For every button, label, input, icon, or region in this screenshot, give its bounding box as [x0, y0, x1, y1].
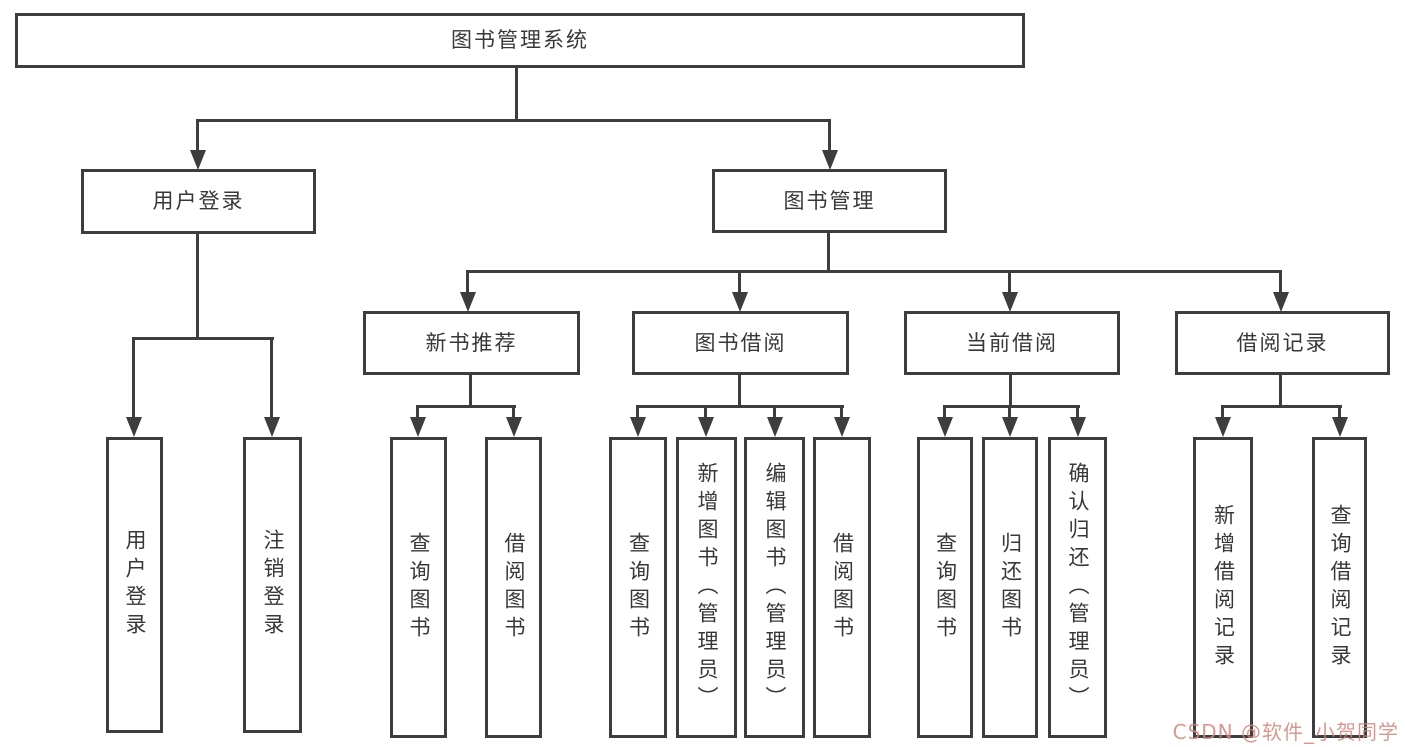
node-br-add-record-label: 新增借阅记录 — [1211, 503, 1236, 672]
arrow-down-icon — [732, 292, 748, 312]
connector-new-book-rec-trunk — [469, 375, 472, 408]
connector-split-book-borrow — [637, 405, 844, 408]
node-bb-add-book: 新增图书（管理员） — [676, 437, 737, 738]
node-book-borrow: 图书借阅 — [632, 311, 849, 375]
node-nb-query-book: 查询图书 — [390, 437, 447, 738]
connector-to-br-add-record — [1221, 405, 1224, 420]
node-current-borrow: 当前借阅 — [904, 311, 1120, 375]
connector-to-new-book-rec — [466, 270, 469, 295]
connector-to-borrow-records — [1279, 270, 1282, 295]
connector-to-cb-return-book — [1008, 405, 1011, 420]
arrow-down-icon — [460, 292, 476, 312]
node-nb-borrow-book: 借阅图书 — [485, 437, 542, 738]
arrow-down-icon — [1215, 417, 1231, 437]
node-bb-borrow-book: 借阅图书 — [813, 437, 871, 738]
connector-to-bb-borrow-book — [840, 405, 843, 420]
node-borrow-records-label: 借阅记录 — [1236, 330, 1329, 355]
node-root-label: 图书管理系统 — [451, 28, 589, 52]
node-bb-edit-book-label: 编辑图书（管理员） — [763, 461, 787, 714]
connector-split-new-book-rec — [417, 405, 516, 408]
connector-book-mgmt-trunk — [827, 233, 830, 273]
node-cb-query-book-label: 查询图书 — [933, 531, 958, 644]
node-bb-borrow-book-label: 借阅图书 — [830, 531, 855, 644]
node-user-login: 用户登录 — [81, 169, 316, 234]
connector-to-bb-add-book — [704, 405, 707, 420]
connector-to-cb-confirm-return — [1076, 405, 1079, 420]
arrow-down-icon — [767, 417, 783, 437]
node-bb-add-book-label: 新增图书（管理员） — [695, 461, 719, 714]
connector-split-borrow-records — [1222, 405, 1342, 408]
node-logout-item: 注销登录 — [243, 437, 302, 733]
node-br-query-record-label: 查询借阅记录 — [1328, 503, 1352, 672]
node-nb-borrow-book-label: 借阅图书 — [502, 531, 526, 644]
connector-book-borrow-trunk — [738, 375, 741, 408]
arrow-down-icon — [506, 417, 522, 437]
node-cb-return-book-label: 归还图书 — [998, 531, 1023, 644]
node-user-login-label: 用户登录 — [152, 189, 245, 213]
connector-to-nb-query-book — [416, 405, 419, 420]
node-book-borrow-label: 图书借阅 — [694, 330, 787, 355]
arrow-down-icon — [937, 417, 953, 437]
connector-to-current-borrow — [1008, 270, 1011, 295]
node-new-book-rec: 新书推荐 — [363, 311, 580, 375]
connector-split-current-borrow — [944, 405, 1080, 408]
node-nb-query-book-label: 查询图书 — [407, 531, 431, 644]
node-user-login-item: 用户登录 — [106, 437, 163, 733]
connector-to-br-query-record — [1338, 405, 1341, 420]
arrow-down-icon — [264, 417, 280, 437]
arrow-down-icon — [1002, 417, 1018, 437]
connector-split-book-mgmt — [467, 270, 1282, 273]
node-current-borrow-label: 当前借阅 — [966, 330, 1058, 355]
node-cb-query-book: 查询图书 — [917, 437, 973, 738]
node-bb-edit-book: 编辑图书（管理员） — [744, 437, 805, 738]
node-br-add-record: 新增借阅记录 — [1193, 437, 1253, 738]
connector-root-trunk — [515, 68, 518, 122]
arrow-down-icon — [1273, 292, 1289, 312]
connector-split-user-login — [133, 337, 274, 340]
arrow-down-icon — [698, 417, 714, 437]
node-new-book-rec-label: 新书推荐 — [425, 330, 518, 355]
connector-to-bb-edit-book — [773, 405, 776, 420]
connector-borrow-records-trunk — [1279, 375, 1282, 408]
node-borrow-records: 借阅记录 — [1175, 311, 1390, 375]
arrow-down-icon — [126, 417, 142, 437]
node-logout-item-label: 注销登录 — [261, 529, 285, 641]
connector-to-bb-query-book — [636, 405, 639, 420]
connector-to-book-mgmt — [828, 119, 831, 153]
connector-to-book-borrow — [738, 270, 741, 295]
connector-user-login-trunk — [196, 234, 199, 340]
node-cb-confirm-return: 确认归还（管理员） — [1048, 437, 1107, 738]
arrow-down-icon — [1070, 417, 1086, 437]
arrow-down-icon — [1332, 417, 1348, 437]
arrow-down-icon — [834, 417, 850, 437]
connector-to-user-login-item — [132, 337, 135, 420]
connector-to-user-login — [196, 119, 199, 153]
node-bb-query-book-label: 查询图书 — [626, 531, 651, 644]
arrow-down-icon — [1002, 292, 1018, 312]
arrow-down-icon — [410, 417, 426, 437]
node-bb-query-book: 查询图书 — [609, 437, 667, 738]
connector-split-root — [197, 119, 831, 122]
arrow-down-icon — [822, 150, 838, 170]
connector-to-logout-item — [270, 337, 273, 420]
node-cb-return-book: 归还图书 — [982, 437, 1038, 738]
arrow-down-icon — [190, 150, 206, 170]
node-book-mgmt: 图书管理 — [712, 169, 947, 233]
node-user-login-item-label: 用户登录 — [123, 529, 147, 641]
node-book-mgmt-label: 图书管理 — [783, 188, 876, 213]
node-br-query-record: 查询借阅记录 — [1312, 437, 1367, 738]
node-cb-confirm-return-label: 确认归还（管理员） — [1066, 461, 1090, 714]
arrow-down-icon — [630, 417, 646, 437]
connector-to-cb-query-book — [943, 405, 946, 420]
connector-current-borrow-trunk — [1009, 375, 1012, 408]
node-root: 图书管理系统 — [15, 13, 1025, 68]
connector-to-nb-borrow-book — [512, 405, 515, 420]
